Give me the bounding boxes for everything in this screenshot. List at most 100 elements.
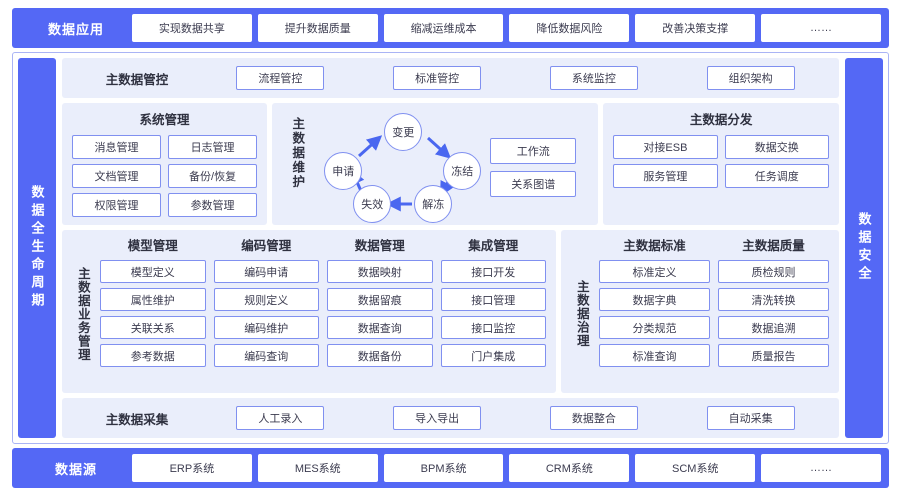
master-data-governance-panel: 主数据治理 主数据标准 标准定义 数据字典 分类规范 标准查询 主数据质量 质检… (561, 230, 839, 393)
system-management-item[interactable]: 权限管理 (72, 193, 162, 217)
cycle-node-shenqing[interactable]: 申请 (324, 152, 363, 190)
system-management-item[interactable]: 日志管理 (168, 135, 258, 159)
business-item[interactable]: 数据备份 (327, 344, 433, 367)
business-item[interactable]: 编码申请 (213, 260, 319, 283)
data-application-item[interactable]: 改善决策支撑 (635, 14, 756, 42)
data-source-item[interactable]: MES系统 (257, 454, 378, 482)
distribution-item[interactable]: 数据交换 (724, 135, 829, 159)
data-application-item[interactable]: 缩减运维成本 (383, 14, 504, 42)
data-source-item[interactable]: BPM系统 (383, 454, 504, 482)
master-data-distribution-title: 主数据分发 (689, 113, 753, 127)
business-item[interactable]: 关联关系 (100, 316, 206, 339)
platform-stack: 主数据管控 流程管控 标准管控 系统监控 组织架构 系统管理 消息管理 日志管理… (62, 58, 839, 438)
data-application-item[interactable]: 实现数据共享 (132, 14, 252, 42)
business-column-title: 集成管理 (468, 239, 519, 253)
master-data-collection-items: 人工录入 导入导出 数据整合 自动采集 (202, 406, 829, 430)
maintenance-side-items: 工作流 关系图谱 (490, 137, 577, 197)
collection-item[interactable]: 人工录入 (236, 406, 325, 430)
rail-data-lifecycle-label: 数据全生命周期 (29, 185, 45, 311)
rail-data-security-label: 数据安全 (856, 212, 872, 284)
governance-column-title: 主数据标准 (623, 239, 686, 253)
system-management-item[interactable]: 备份/恢复 (168, 164, 258, 188)
governance-item[interactable]: 标准定义 (599, 260, 710, 283)
maintenance-side-item-workflow[interactable]: 工作流 (490, 137, 577, 164)
governance-item[interactable]: 数据字典 (599, 288, 710, 311)
middle-section-lower: 主数据业务管理 模型管理 模型定义 属性维护 关联关系 参考数据 编码管理 编码… (62, 230, 839, 393)
business-item[interactable]: 数据查询 (327, 316, 433, 339)
data-source-bar: 数据源 ERP系统 MES系统 BPM系统 CRM系统 SCM系统 …… (12, 448, 889, 488)
governance-column-title: 主数据质量 (742, 239, 805, 253)
collection-item[interactable]: 数据整合 (549, 406, 638, 430)
business-item[interactable]: 接口监控 (440, 316, 546, 339)
control-item[interactable]: 流程管控 (236, 66, 325, 90)
business-item[interactable]: 数据映射 (327, 260, 433, 283)
business-item[interactable]: 数据留痕 (327, 288, 433, 311)
cycle-node-biangeng[interactable]: 变更 (384, 113, 423, 151)
distribution-grid: 对接ESB 数据交换 服务管理 任务调度 (613, 135, 829, 188)
governance-item[interactable]: 清洗转换 (718, 288, 829, 311)
business-column-title: 模型管理 (127, 239, 178, 253)
system-management-panel: 系统管理 消息管理 日志管理 文档管理 备份/恢复 权限管理 参数管理 (62, 103, 268, 225)
cycle-node-dongjie[interactable]: 冻结 (443, 152, 482, 190)
middle-section-upper: 系统管理 消息管理 日志管理 文档管理 备份/恢复 权限管理 参数管理 主数据维… (62, 103, 839, 225)
business-item[interactable]: 规则定义 (213, 288, 319, 311)
collection-item[interactable]: 自动采集 (706, 406, 795, 430)
system-management-item[interactable]: 文档管理 (72, 164, 162, 188)
governance-label: 主数据治理 (574, 280, 589, 348)
data-application-bar: 数据应用 实现数据共享 提升数据质量 缩减运维成本 降低数据风险 改善决策支撑 … (12, 8, 889, 48)
control-item[interactable]: 组织架构 (706, 66, 795, 90)
master-data-distribution-panel: 主数据分发 对接ESB 数据交换 服务管理 任务调度 (603, 103, 839, 225)
maintenance-side-item-graph[interactable]: 关系图谱 (490, 170, 577, 197)
data-source-title: 数据源 (54, 461, 97, 477)
distribution-item[interactable]: 任务调度 (724, 164, 829, 188)
business-item[interactable]: 属性维护 (100, 288, 206, 311)
data-source-item-more[interactable]: …… (761, 454, 881, 482)
business-item[interactable]: 接口开发 (440, 260, 546, 283)
business-item[interactable]: 参考数据 (100, 344, 206, 367)
master-data-maintenance-panel: 主数据维护 (272, 103, 599, 225)
control-item[interactable]: 标准管控 (393, 66, 482, 90)
business-column-data: 数据管理 数据映射 数据留痕 数据查询 数据备份 (327, 235, 433, 393)
business-management-columns: 模型管理 模型定义 属性维护 关联关系 参考数据 编码管理 编码申请 规则定义 … (100, 235, 546, 393)
governance-item[interactable]: 分类规范 (599, 316, 710, 339)
data-source-item[interactable]: SCM系统 (635, 454, 756, 482)
business-item[interactable]: 门户集成 (440, 344, 546, 367)
cycle-node-shixiao[interactable]: 失效 (353, 185, 392, 223)
business-item[interactable]: 模型定义 (100, 260, 206, 283)
governance-item[interactable]: 质检规则 (718, 260, 829, 283)
master-data-collection-row: 主数据采集 人工录入 导入导出 数据整合 自动采集 (62, 398, 839, 438)
rail-data-security: 数据安全 (845, 58, 883, 438)
data-application-item[interactable]: 降低数据风险 (509, 14, 630, 42)
master-data-control-row: 主数据管控 流程管控 标准管控 系统监控 组织架构 (62, 58, 839, 98)
system-management-grid: 消息管理 日志管理 文档管理 备份/恢复 权限管理 参数管理 (72, 135, 258, 217)
system-management-item[interactable]: 消息管理 (72, 135, 162, 159)
collection-item[interactable]: 导入导出 (393, 406, 482, 430)
business-item[interactable]: 编码维护 (213, 316, 319, 339)
business-item[interactable]: 接口管理 (440, 288, 546, 311)
cycle-node-jiedong[interactable]: 解冻 (414, 185, 453, 223)
maintenance-lifecycle-cycle: 变更 冻结 解冻 失效 申请 (315, 111, 490, 223)
master-data-business-management-panel: 主数据业务管理 模型管理 模型定义 属性维护 关联关系 参考数据 编码管理 编码… (62, 230, 556, 393)
governance-item[interactable]: 数据追溯 (718, 316, 829, 339)
control-item[interactable]: 系统监控 (549, 66, 638, 90)
governance-item[interactable]: 质量报告 (718, 344, 829, 367)
business-column-coding: 编码管理 编码申请 规则定义 编码维护 编码查询 (213, 235, 319, 393)
data-application-items: 实现数据共享 提升数据质量 缩减运维成本 降低数据风险 改善决策支撑 …… (132, 14, 881, 42)
data-source-items: ERP系统 MES系统 BPM系统 CRM系统 SCM系统 …… (132, 454, 881, 482)
distribution-item[interactable]: 对接ESB (613, 135, 718, 159)
governance-columns: 主数据标准 标准定义 数据字典 分类规范 标准查询 主数据质量 质检规则 清洗转… (599, 235, 829, 393)
system-management-item[interactable]: 参数管理 (168, 193, 258, 217)
governance-item[interactable]: 标准查询 (599, 344, 710, 367)
business-column-integration: 集成管理 接口开发 接口管理 接口监控 门户集成 (440, 235, 546, 393)
governance-column-standard: 主数据标准 标准定义 数据字典 分类规范 标准查询 (599, 235, 710, 393)
data-application-item[interactable]: 提升数据质量 (257, 14, 378, 42)
distribution-item[interactable]: 服务管理 (613, 164, 718, 188)
business-column-model: 模型管理 模型定义 属性维护 关联关系 参考数据 (100, 235, 206, 393)
business-item[interactable]: 编码查询 (213, 344, 319, 367)
data-source-item[interactable]: CRM系统 (509, 454, 630, 482)
data-source-item[interactable]: ERP系统 (132, 454, 252, 482)
data-application-item-more[interactable]: …… (761, 14, 881, 42)
business-column-title: 数据管理 (354, 239, 405, 253)
master-data-collection-title: 主数据采集 (105, 412, 169, 427)
